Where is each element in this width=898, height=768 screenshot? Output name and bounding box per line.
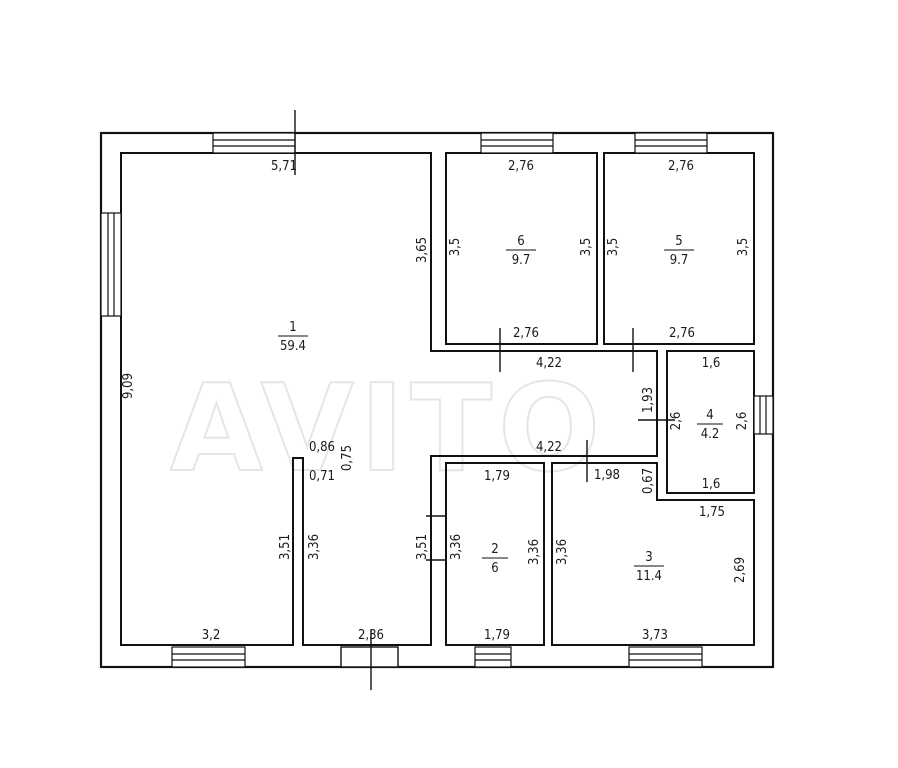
dim-label: 2,6 — [669, 412, 684, 431]
room-2-outline — [445, 462, 545, 646]
room-area: 11.4 — [636, 569, 662, 584]
watermark: AVITO — [170, 360, 606, 499]
room-number: 5 — [675, 234, 682, 249]
windows — [100, 132, 774, 668]
window-right-r4 — [753, 395, 774, 435]
dim-label: 3,36 — [449, 534, 464, 560]
dim-label: 0,67 — [641, 468, 656, 494]
room-1-outline — [120, 152, 658, 646]
dim-label: 0,71 — [309, 469, 335, 484]
room-area: 4.2 — [701, 427, 720, 442]
room-number: 2 — [491, 542, 498, 557]
room-number: 1 — [289, 320, 296, 335]
dim-label: 2,76 — [513, 326, 539, 341]
room-area: 9.7 — [512, 253, 531, 268]
dim-label: 0,75 — [340, 445, 355, 471]
room-3-label: 3 11.4 — [634, 550, 664, 584]
room-4-label: 4 4.2 — [697, 408, 723, 442]
room-labels: 1 59.4 6 9.7 5 9.7 4 4.2 2 6 3 11.4 — [278, 234, 723, 584]
dim-label: 2,76 — [668, 159, 694, 174]
dim-label: 3,36 — [307, 534, 322, 560]
dim-label: 1,6 — [702, 477, 721, 492]
window-left-r1 — [100, 212, 122, 317]
room-6-label: 6 9.7 — [506, 234, 536, 268]
dim-label: 2,6 — [735, 412, 750, 431]
dim-label: 1,79 — [484, 469, 510, 484]
dim-label: 2,76 — [669, 326, 695, 341]
dim-label: 1,98 — [594, 468, 620, 483]
dim-label: 1,93 — [641, 387, 656, 413]
dimension-labels-horizontal: 5,71 3,2 0,86 0,71 2,36 4,22 4,22 2,76 2… — [202, 159, 725, 643]
dim-label: 1,75 — [699, 505, 725, 520]
dim-label: 2,36 — [358, 628, 384, 643]
dim-label: 0,86 — [309, 440, 335, 455]
room-area: 9.7 — [670, 253, 689, 268]
window-top-r1 — [212, 132, 296, 154]
dim-label: 3,5 — [448, 238, 463, 257]
room-number: 6 — [517, 234, 524, 249]
dim-label: 3,51 — [278, 534, 293, 560]
entrance-door — [340, 646, 399, 668]
dim-label: 3,2 — [202, 628, 221, 643]
dim-label: 3,51 — [415, 534, 430, 560]
window-bottom-r1 — [171, 646, 246, 668]
room-area: 59.4 — [280, 339, 306, 354]
dim-label: 3,73 — [642, 628, 668, 643]
dim-label: 3,65 — [415, 237, 430, 263]
dim-label: 3,5 — [579, 238, 594, 257]
dim-label: 3,36 — [555, 539, 570, 565]
dim-label: 9,09 — [121, 373, 136, 399]
dim-label: 3,36 — [527, 539, 542, 565]
dim-label: 2,69 — [733, 557, 748, 583]
dim-label: 3,5 — [736, 238, 751, 257]
room-5-label: 5 9.7 — [664, 234, 694, 268]
window-bottom-r2 — [474, 646, 512, 668]
dimension-labels-vertical: 9,09 3,65 0,75 3,51 3,36 3,51 3,36 1,93 … — [121, 237, 751, 583]
room-area: 6 — [491, 561, 498, 576]
room-2-label: 2 6 — [482, 542, 508, 576]
room-number: 3 — [645, 550, 652, 565]
dim-label: 4,22 — [536, 356, 562, 371]
dim-label: 2,76 — [508, 159, 534, 174]
dim-label: 3,5 — [606, 238, 621, 257]
dim-label: 4,22 — [536, 440, 562, 455]
window-bottom-r3 — [628, 646, 703, 668]
room-3-outline — [551, 462, 755, 646]
dim-label: 5,71 — [271, 159, 297, 174]
door-marks — [294, 110, 675, 690]
dim-label: 1,79 — [484, 628, 510, 643]
window-top-r6 — [480, 132, 554, 154]
window-top-r5 — [634, 132, 708, 154]
room-number: 4 — [706, 408, 713, 423]
dim-label: 1,6 — [702, 356, 721, 371]
room-1-label: 1 59.4 — [278, 320, 308, 354]
